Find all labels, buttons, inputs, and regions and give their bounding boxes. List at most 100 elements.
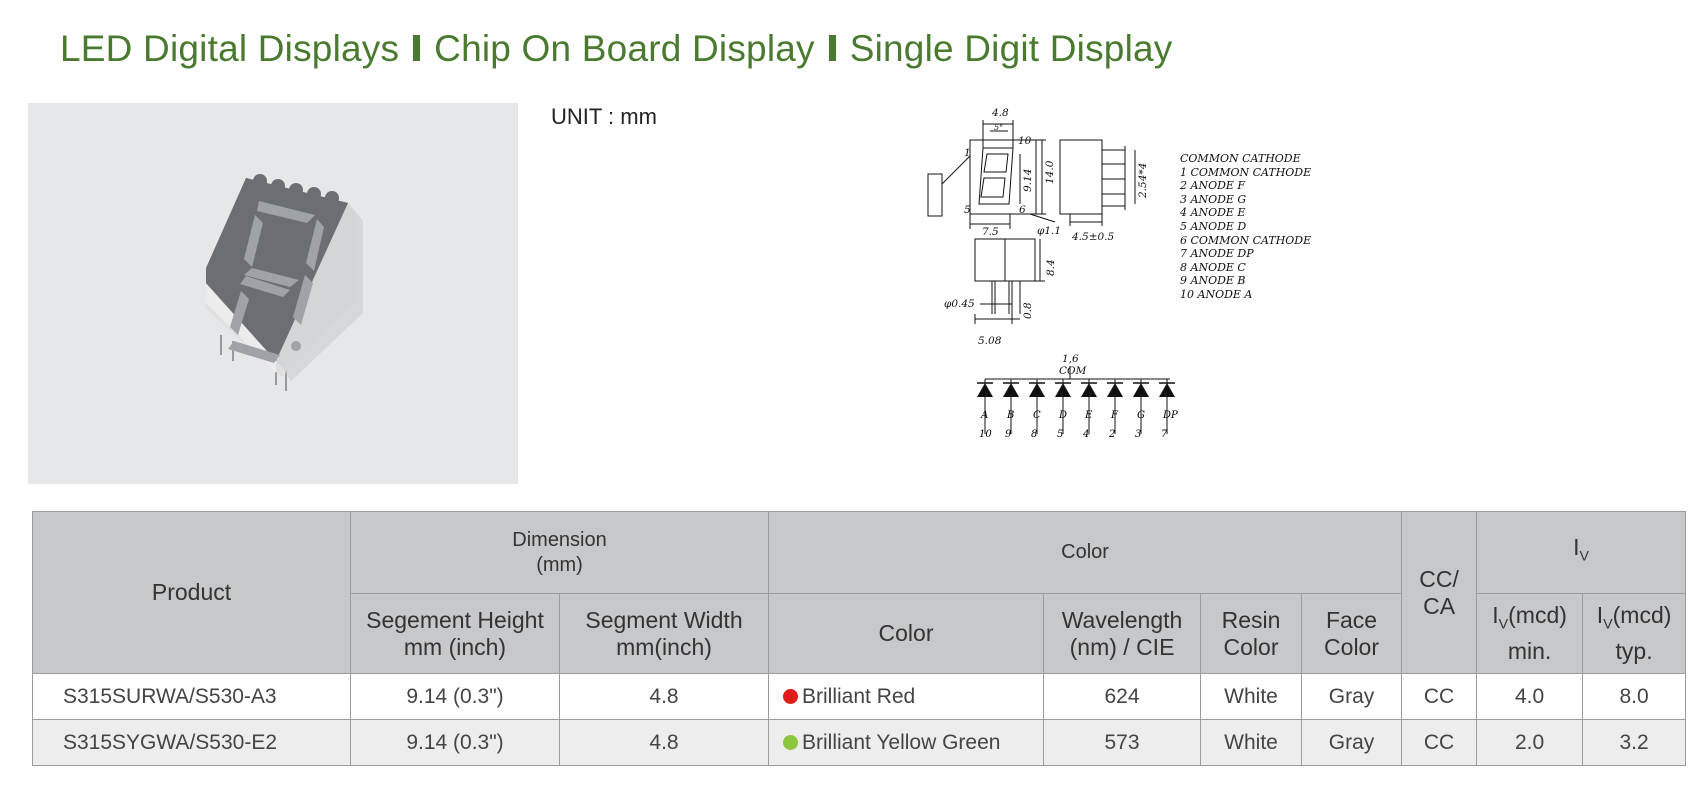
- title-separator: [828, 35, 836, 62]
- dim-height-b: 14.0: [1044, 160, 1056, 184]
- dim-base-width: 7.5: [982, 226, 999, 238]
- diode-a: A 10: [977, 379, 993, 440]
- segment-label: F: [1110, 410, 1119, 421]
- pin-legend-line: 8 ANODE C: [1180, 260, 1246, 274]
- header-color-group: Color: [768, 511, 1403, 594]
- segment-pin-number: 7: [1161, 429, 1168, 440]
- pin-top-number: 10: [1018, 135, 1032, 147]
- table-row: S315SYGWA/S530-E2 9.14 (0.3") 4.8 Brilli…: [32, 719, 1687, 766]
- cell-cc-ca: CC: [1401, 673, 1478, 720]
- pin-legend-line: 5 ANODE D: [1180, 219, 1247, 233]
- header-iv-typ: IV(mcd)typ.: [1582, 593, 1687, 674]
- diode-b: B9: [1003, 379, 1019, 440]
- dim-lead-diameter: φ0.45: [944, 298, 975, 310]
- segment-pin-number: 5: [1057, 429, 1063, 440]
- pin-legend-line: 6 COMMON CATHODE: [1180, 233, 1312, 247]
- title-part-2: Chip On Board Display: [434, 28, 815, 69]
- header-product: Product: [32, 511, 351, 674]
- segment-label: C: [1033, 410, 1041, 421]
- header-wavelength: Wavelength(nm) / CIE: [1043, 593, 1202, 674]
- diode-dp: DP 7: [1159, 379, 1178, 440]
- diode-g: G3: [1133, 379, 1149, 440]
- pin-legend-line: COMMON CATHODE: [1180, 152, 1301, 165]
- cell-iv-typ: 8.0: [1582, 673, 1687, 720]
- cell-iv-min: 2.0: [1476, 719, 1584, 766]
- diode-c: C8: [1029, 379, 1045, 440]
- pin-left-number: 1: [964, 147, 971, 159]
- table-row: S315SURWA/S530-A3 9.14 (0.3") 4.8 Brilli…: [32, 673, 1687, 720]
- segment-pin-number: 4: [1082, 429, 1089, 440]
- cell-face-color: Gray: [1301, 719, 1403, 766]
- cell-segment-width: 4.8: [558, 673, 770, 720]
- product-photo: [28, 103, 518, 484]
- pin-legend-line: 4 ANODE E: [1180, 206, 1246, 220]
- cell-color: Brilliant Red: [768, 673, 1045, 720]
- dim-pitch: 2.54*4: [1137, 163, 1149, 199]
- segment-pin-number: 8: [1031, 429, 1037, 440]
- dim-lead-pitch: 5.08: [978, 335, 1002, 347]
- cell-segment-height: 9.14 (0.3"): [350, 719, 560, 766]
- segment-pin-number: 10: [979, 429, 992, 440]
- dim-lead-length: 0.8: [1022, 302, 1034, 319]
- dim-width-top: 4.8: [991, 107, 1009, 119]
- unit-label: UNIT : mm: [551, 104, 657, 129]
- cell-product: S315SURWA/S530-A3: [32, 673, 351, 720]
- segment-label: A: [980, 410, 988, 421]
- cell-resin-color: White: [1200, 673, 1303, 720]
- header-cc-ca: CC/CA: [1401, 511, 1478, 674]
- circuit-com-pins: 1,6: [1062, 353, 1079, 365]
- pin-legend-line: 7 ANODE DP: [1180, 247, 1254, 261]
- dim-height-a: 9.14: [1022, 169, 1034, 192]
- segment-label: D: [1058, 410, 1067, 421]
- pin-five-number: 5: [964, 204, 971, 216]
- cell-resin-color: White: [1200, 719, 1303, 766]
- pin-legend-line: 9 ANODE B: [1180, 274, 1246, 288]
- diode-d: D5: [1055, 379, 1071, 440]
- color-dot-icon: [783, 734, 799, 750]
- title-separator: [413, 35, 421, 62]
- segment-label: DP: [1162, 410, 1178, 421]
- segment-label: E: [1084, 410, 1093, 421]
- dim-angle: 5°: [994, 123, 1003, 132]
- led-display-render: [206, 174, 363, 391]
- header-iv: IV: [1476, 511, 1687, 594]
- pin-legend-line: 10 ANODE A: [1180, 287, 1253, 301]
- cell-cc-ca: CC: [1401, 719, 1478, 766]
- segment-label: G: [1137, 410, 1145, 421]
- cell-segment-width: 4.8: [558, 719, 770, 766]
- cell-iv-min: 4.0: [1476, 673, 1584, 720]
- cell-face-color: Gray: [1301, 673, 1403, 720]
- dim-depth: 4.5±0.5: [1071, 231, 1115, 243]
- cell-wavelength: 573: [1043, 719, 1202, 766]
- segment-pin-number: 3: [1135, 429, 1141, 440]
- dim-pin-diameter: φ1.1: [1037, 225, 1061, 237]
- diode-f: F2: [1107, 379, 1123, 440]
- dim-side-height: 8.4: [1045, 259, 1057, 276]
- cell-wavelength: 624: [1043, 673, 1202, 720]
- page-title: LED Digital Displays Chip On Board Displa…: [60, 28, 1172, 70]
- cell-iv-typ: 3.2: [1582, 719, 1687, 766]
- pin-six-number: 6: [1019, 204, 1026, 216]
- cell-product: S315SYGWA/S530-E2: [32, 719, 351, 766]
- title-part-1: LED Digital Displays: [60, 28, 400, 69]
- cell-segment-height: 9.14 (0.3"): [350, 673, 560, 720]
- diode-e: E4: [1081, 379, 1097, 440]
- circuit-com-label: COM: [1059, 365, 1087, 377]
- cell-color: Brilliant Yellow Green: [768, 719, 1045, 766]
- pin-legend-line: 3 ANODE G: [1180, 192, 1247, 206]
- segment-label: B: [1006, 410, 1014, 421]
- header-color: Color: [768, 593, 1045, 674]
- dimension-drawing: 4.8 5° 10 1 5 6 9.14 14.0 2.54*4 7.5 φ1.…: [927, 107, 1178, 440]
- header-iv-min: IV(mcd)min.: [1476, 593, 1584, 674]
- pin-legend-line: 1 COMMON CATHODE: [1180, 165, 1312, 179]
- pin-legend-line: 2 ANODE F: [1180, 179, 1246, 193]
- color-dot-icon: [783, 688, 799, 704]
- header-dimension: Dimension(mm): [349, 511, 770, 594]
- spec-table: Product Dimension(mm) Color CC/CA IV Seg…: [32, 511, 1687, 766]
